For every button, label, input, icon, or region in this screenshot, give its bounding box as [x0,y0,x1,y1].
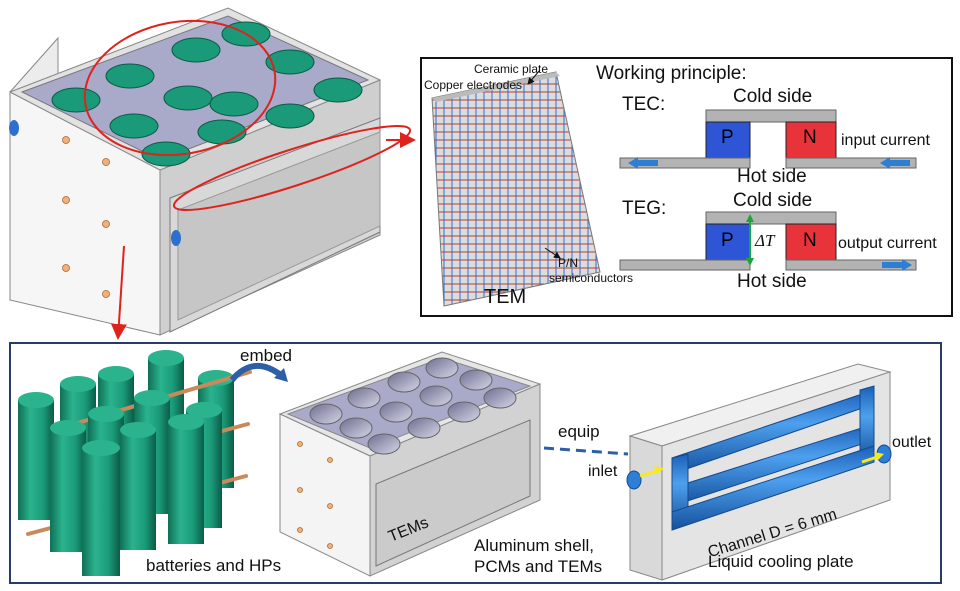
tec-input-current: input current [841,132,930,149]
channel-bottom [671,445,875,531]
outlet-arrow [874,452,884,460]
arrow-to-assembly [110,245,127,340]
shell-holes [309,357,517,455]
aluminum-shell [278,351,542,577]
tec-cold-side: Cold side [733,86,813,107]
pack-rod-ends [62,136,110,298]
highlight-tem [172,125,412,211]
tec-current-arrow-left [628,157,658,169]
tec-n-leg [785,121,837,159]
tem-panel [420,57,953,317]
assembly-panel [9,342,942,584]
equip-label: equip [558,422,600,441]
tec-n-label: N [803,127,817,148]
teg-cold-side: Cold side [733,190,813,211]
shell-label-line2: PCMs and TEMs [474,557,603,576]
batteries-label: batteries and HPs [146,556,282,575]
pn-label-line1: P/N [558,256,579,270]
teg-current-arrow [882,259,912,271]
pack-port-left [9,120,19,136]
teg-p-leg [705,223,751,261]
tec-p-leg [705,121,751,159]
embed-arrow [229,363,284,383]
teg-output-current: output current [838,235,937,252]
battery-tops [51,21,363,167]
pn-label-line2: semiconductors [549,271,634,285]
highlight-batteries [83,19,277,157]
inlet-label: inlet [588,463,618,480]
tem-label: TEM [484,286,527,308]
inlet-arrow [654,466,664,474]
ceramic-plate-label: Ceramic plate [474,62,549,76]
pack-port-right [171,230,181,246]
teg-n-leg [785,223,837,261]
equip-line [543,446,629,456]
battery-pack-3d [8,7,416,340]
teg-delta-t: ΔT [755,231,775,250]
teg-p-label: P [721,230,734,251]
tec-schematic [619,109,917,169]
teg-n-label: N [803,230,817,251]
embed-label: embed [240,346,292,365]
shell-tem-slab [375,419,531,567]
working-principle-title: Working principle: [596,63,747,84]
tec-current-arrow-right [880,157,910,169]
tec-label: TEC: [622,94,666,115]
cooling-plate [626,363,892,581]
teg-label: TEG: [622,198,667,219]
teg-schematic [619,211,917,271]
teg-hot-side: Hot side [737,271,807,292]
outlet-label: outlet [892,434,932,451]
shell-label-line1: Aluminum shell, [474,536,594,555]
inlet-port [626,470,642,490]
tec-hot-side: Hot side [737,166,807,187]
battery-array [18,350,252,576]
copper-electrodes-label: Copper electrodes [424,78,523,92]
tec-p-label: P [721,127,734,148]
cooling-plate-label: Liquid cooling plate [708,552,854,571]
